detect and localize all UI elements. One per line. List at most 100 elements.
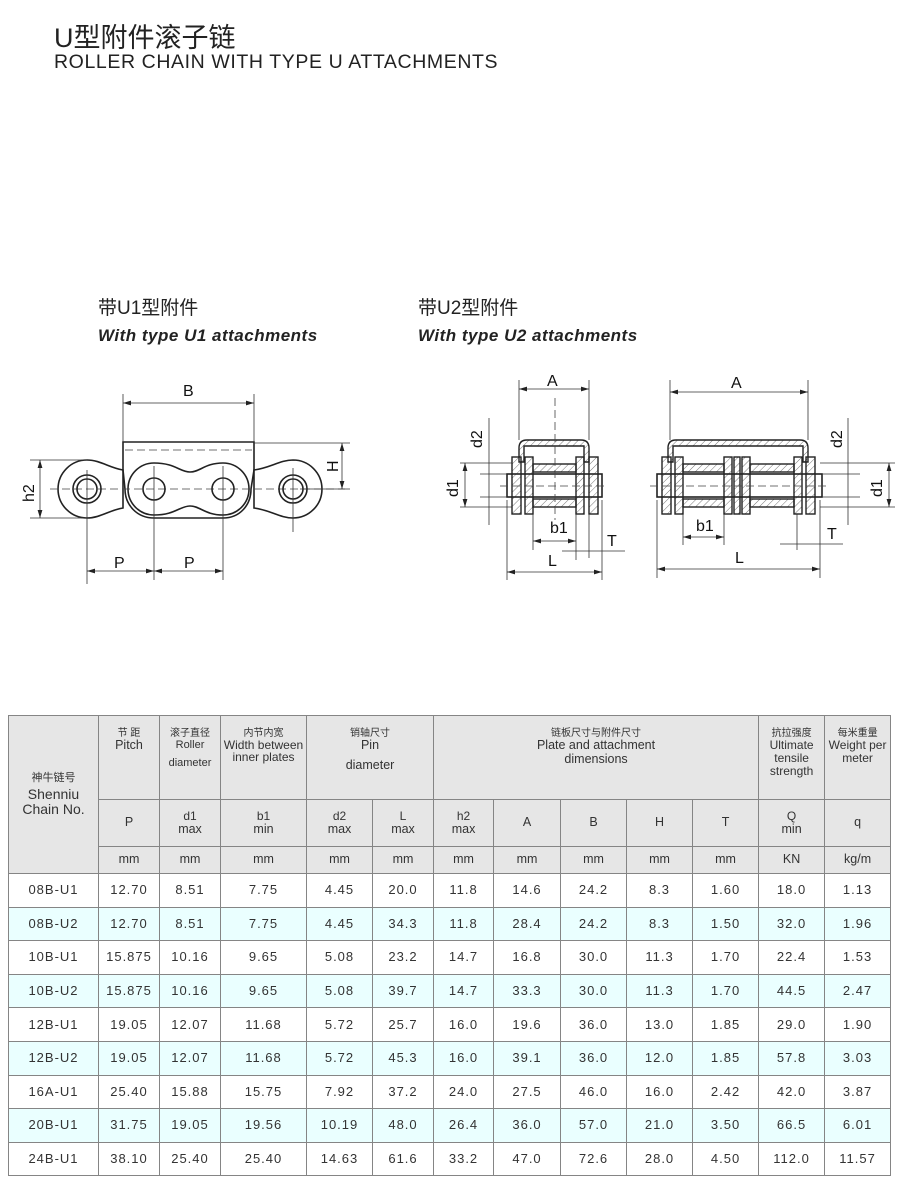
value-cell: 9.65 xyxy=(220,973,307,1009)
value-cell: 11.68 xyxy=(220,1007,307,1042)
value-cell: 28.0 xyxy=(626,1141,694,1177)
header-pin-en2: diameter xyxy=(345,757,395,772)
unit-cell: mm xyxy=(159,846,221,874)
dim-label-h2: h2 xyxy=(21,484,38,502)
symbol: A xyxy=(522,815,532,830)
symbol-qualifier: min xyxy=(253,821,274,836)
value-cell: 28.4 xyxy=(493,906,562,942)
value-cell: 16.0 xyxy=(626,1074,694,1110)
value-cell: 10.19 xyxy=(306,1108,373,1143)
value-cell: 11.68 xyxy=(220,1040,307,1076)
value-cell: 48.0 xyxy=(371,1108,435,1143)
unit-cell: mm xyxy=(306,846,373,874)
value-cell: 14.63 xyxy=(306,1141,373,1177)
dim-label-P-2: P xyxy=(184,555,195,572)
value-cell: 30.0 xyxy=(560,940,628,975)
symbol: q xyxy=(854,815,862,830)
header-chain-no-cn: 神牛链号 xyxy=(31,771,76,784)
header-pitch-cn: 节 距 xyxy=(117,728,141,739)
value-cell: 13.0 xyxy=(626,1007,694,1042)
value-cell: 7.75 xyxy=(220,873,307,908)
value-cell: 36.0 xyxy=(560,1040,628,1076)
header-chain-no-en: Shenniu Chain No. xyxy=(22,785,85,818)
value-cell: 37.2 xyxy=(371,1074,435,1110)
value-cell: 12.0 xyxy=(626,1040,694,1076)
value-cell: 23.2 xyxy=(371,940,435,975)
value-cell: 16.8 xyxy=(493,940,562,975)
symbol-qualifier: max xyxy=(178,821,202,836)
value-cell: 3.50 xyxy=(692,1108,760,1143)
value-cell: 16.0 xyxy=(433,1040,495,1076)
header-roller-en2: diameter xyxy=(168,757,212,770)
value-cell: 10.16 xyxy=(159,940,221,975)
header-plate-en: Plate and attachment dimensions xyxy=(536,738,656,766)
symbol: Q xyxy=(786,808,797,823)
value-cell: 44.5 xyxy=(758,973,826,1009)
value-cell: 7.75 xyxy=(220,906,307,942)
value-cell: 16.0 xyxy=(433,1007,495,1042)
unit-cell: mm xyxy=(433,846,495,874)
dim-label-A: A xyxy=(547,373,558,390)
value-cell: 112.0 xyxy=(758,1141,826,1177)
value-cell: 21.0 xyxy=(626,1108,694,1143)
symbol: b1 xyxy=(256,808,271,823)
header-width-cn: 内节内宽 xyxy=(243,728,284,739)
value-cell: 8.3 xyxy=(626,873,694,908)
value-cell: 8.3 xyxy=(626,906,694,942)
header-strength-cn: 抗拉强度 xyxy=(771,728,812,739)
symbol: P xyxy=(124,815,134,830)
figure-u1-title-en: With type U1 attachments xyxy=(98,326,318,345)
unit-cell: mm xyxy=(220,846,307,874)
dim-label-d2: d2 xyxy=(469,430,486,448)
unit-cell: mm xyxy=(98,846,160,874)
value-cell: 15.875 xyxy=(98,973,160,1009)
value-cell: 5.08 xyxy=(306,973,373,1009)
value-cell: 24.2 xyxy=(560,906,628,942)
unit-cell: mm xyxy=(371,846,435,874)
unit-cell: mm xyxy=(560,846,628,874)
dim-label-B: B xyxy=(183,383,194,400)
symbol: d2 xyxy=(332,808,347,823)
header-weight-cn: 每米重量 xyxy=(837,728,878,739)
dim-label-T: T xyxy=(607,533,617,550)
value-cell: 3.87 xyxy=(824,1074,892,1110)
value-cell: 31.75 xyxy=(98,1108,160,1143)
value-cell: 25.7 xyxy=(371,1007,435,1042)
header-pin-cn: 销轴尺寸 xyxy=(350,728,390,739)
value-cell: 1.85 xyxy=(692,1007,760,1042)
header-width-en: Width between inner plates xyxy=(223,738,304,764)
value-cell: 1.53 xyxy=(824,940,892,975)
value-cell: 1.85 xyxy=(692,1040,760,1076)
value-cell: 72.6 xyxy=(560,1141,628,1177)
value-cell: 2.42 xyxy=(692,1074,760,1110)
symbol-qualifier: min xyxy=(781,821,802,836)
header-pitch-en: Pitch xyxy=(115,738,143,752)
chain-no-cell: 08B-U1 xyxy=(8,873,99,908)
value-cell: 4.45 xyxy=(306,873,373,908)
value-cell: 45.3 xyxy=(371,1040,435,1076)
symbol-cell: P xyxy=(98,799,160,847)
value-cell: 11.8 xyxy=(433,873,495,908)
dim-label-L-2: L xyxy=(735,550,744,567)
value-cell: 3.03 xyxy=(824,1040,892,1076)
value-cell: 19.05 xyxy=(98,1007,160,1042)
value-cell: 26.4 xyxy=(433,1108,495,1143)
value-cell: 39.1 xyxy=(493,1040,562,1076)
symbol: L xyxy=(399,808,407,823)
value-cell: 11.3 xyxy=(626,940,694,975)
value-cell: 14.7 xyxy=(433,973,495,1009)
symbol-qualifier: max xyxy=(451,821,476,836)
